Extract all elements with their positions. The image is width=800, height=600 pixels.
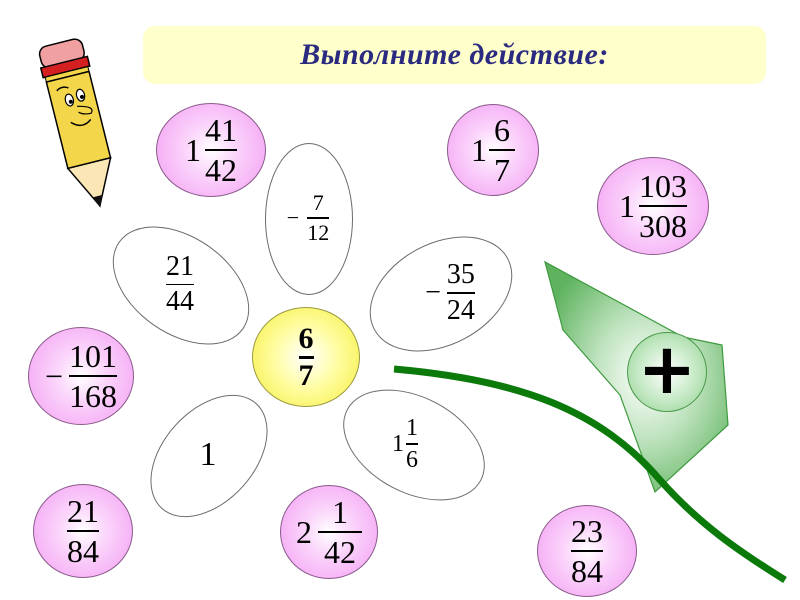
pencil-mascot-icon [38,38,112,208]
petal-top[interactable] [265,143,353,295]
plus-icon: + [637,328,697,410]
operation-plus-button[interactable]: + [627,332,707,412]
title-banner: Выполните действие: [143,26,766,84]
stem-line [393,365,787,583]
petal-lower-left-value: 1 [199,436,217,473]
page-title: Выполните действие: [300,38,609,71]
